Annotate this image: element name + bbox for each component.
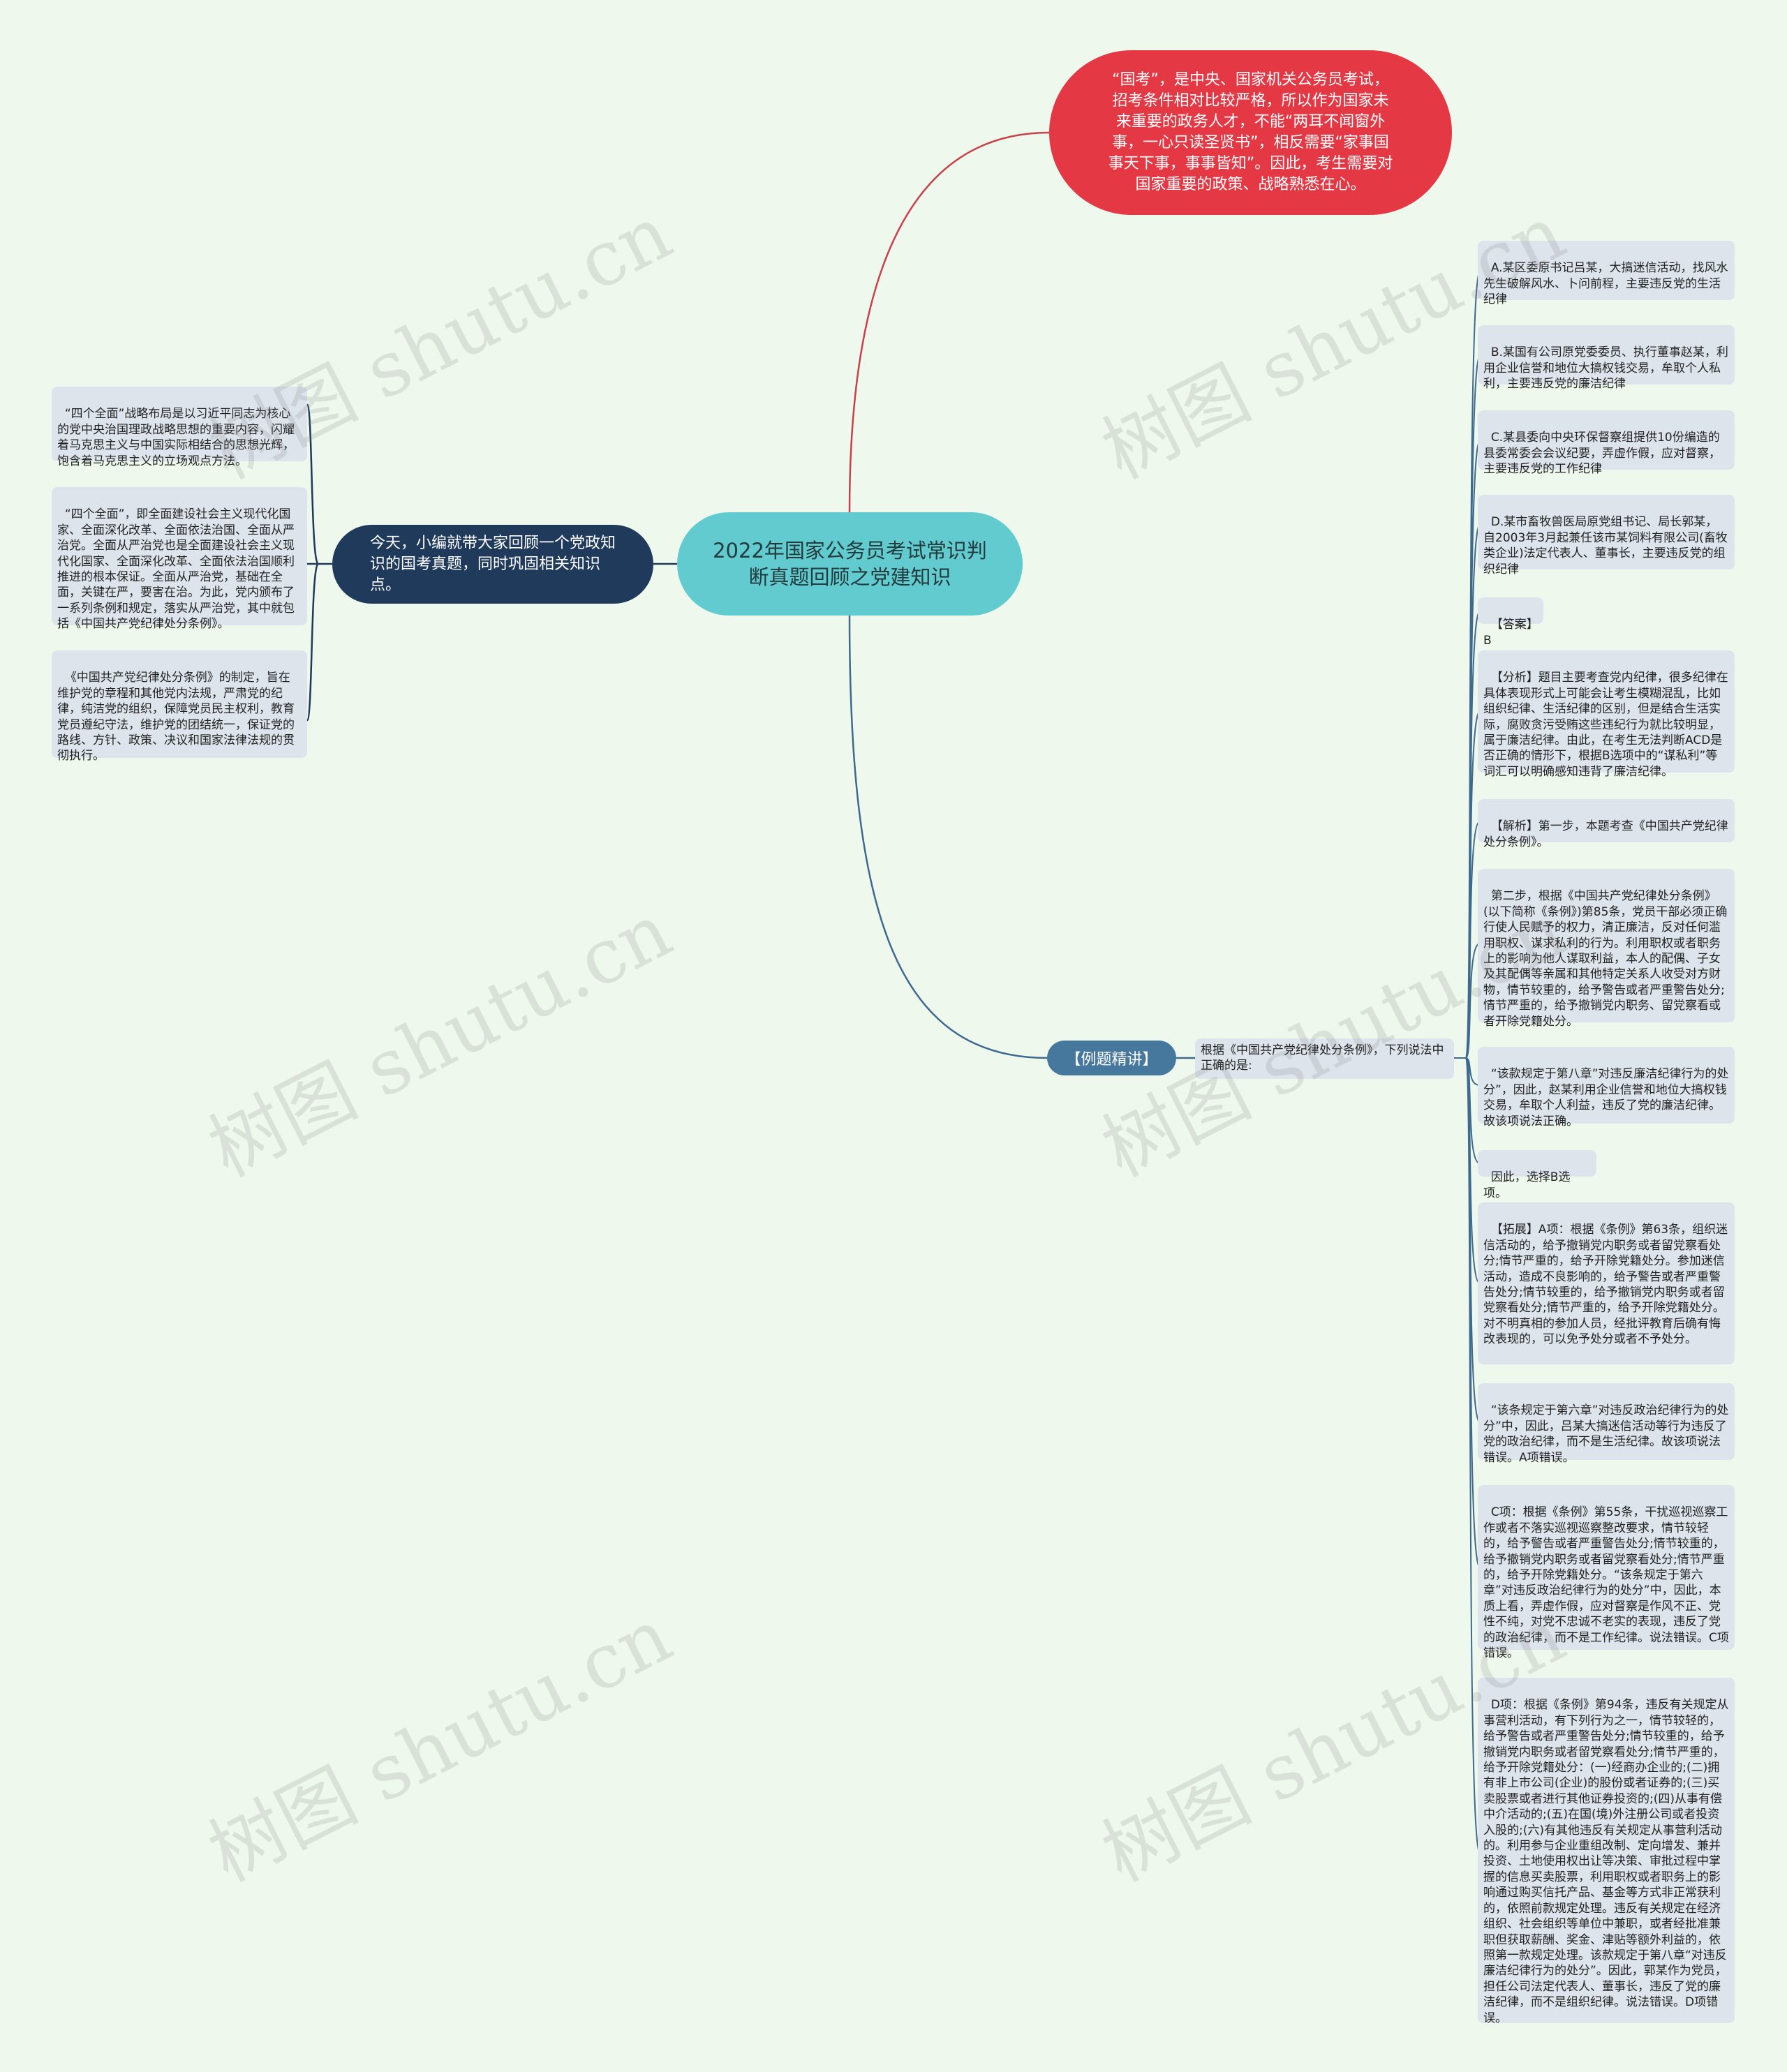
example-tag-label: 【例题精讲】 xyxy=(1065,1051,1158,1068)
right-leaf[interactable]: C项：根据《条例》第55条，干扰巡视巡察工作或者不落实巡视巡察整改要求，情节较轻… xyxy=(1478,1485,1735,1660)
connector-root-tag xyxy=(848,615,1048,1059)
root-topic[interactable]: 2022年国家公务员考试常识判断真题回顾之党建知识 xyxy=(677,512,1023,616)
right-leaf-text: 因此，选择B选项。 xyxy=(1483,1170,1571,1200)
left-branch-node[interactable]: 今天，小编就带大家回顾一个党政知识的国考真题，同时巩固相关知识点。 xyxy=(332,525,653,604)
question-stem[interactable]: 根据《中国共产党纪律处分条例》，下列说法中正确的是: xyxy=(1195,1038,1454,1079)
right-leaf[interactable]: “该款规定于第八章”对违反廉洁纪律行为的处分”，因此，赵某利用企业信誉和地位大搞… xyxy=(1478,1047,1735,1128)
right-leaf-text: D项：根据《条例》第94条，违反有关规定从事营利活动，有下列行为之一，情节较轻的… xyxy=(1483,1698,1729,2025)
right-leaf[interactable]: D项：根据《条例》第94条，违反有关规定从事营利活动，有下列行为之一，情节较轻的… xyxy=(1478,1678,1735,2025)
question-stem-text: 根据《中国共产党纪律处分条例》，下列说法中正确的是: xyxy=(1201,1043,1444,1073)
root-title: 2022年国家公务员考试常识判断真题回顾之党建知识 xyxy=(713,539,987,589)
connector-left-bracket xyxy=(306,403,332,722)
right-leaf-text: B.某国有公司原党委委员、执行董事赵某，利用企业信誉和地位大搞权钱交易，牟取个人… xyxy=(1483,345,1728,392)
right-leaf-text: C.某县委向中央环保督察组提供10份编造的县委常委会会议纪要，弄虚作假，应对督察… xyxy=(1483,431,1721,477)
right-leaf[interactable]: B.某国有公司原党委委员、执行董事赵某，利用企业信誉和地位大搞权钱交易，牟取个人… xyxy=(1478,325,1735,391)
answer-leaf[interactable]: 【答案】B xyxy=(1478,597,1543,648)
right-leaf[interactable]: 【拓展】A项：根据《条例》第63条，组织迷信活动的，给予撤销党内职务或者留党察看… xyxy=(1478,1202,1735,1364)
right-leaf[interactable]: 第二步，根据《中国共产党纪律处分条例》(以下简称《条例》)第85条，党员干部必须… xyxy=(1478,869,1735,1029)
right-leaf[interactable]: C.某县委向中央环保督察组提供10份编造的县委常委会会议纪要，弄虚作假，应对督察… xyxy=(1478,410,1735,476)
left-leaf[interactable]: 《中国共产党纪律处分条例》的制定，旨在维护党的章程和其他党内法规，严肃党的纪律，… xyxy=(52,650,307,763)
answer-text: 【答案】B xyxy=(1483,618,1533,648)
right-leaf-text: D.某市畜牧兽医局原党组书记、局长郭某，自2003年3月起兼任该市某饲料有限公司… xyxy=(1483,515,1728,576)
left-leaf[interactable]: “四个全面”战略布局是以习近平同志为核心的党中央治国理政战略思想的重要内容，闪耀… xyxy=(52,387,307,468)
left-leaf-text: “四个全面”战略布局是以习近平同志为核心的党中央治国理政战略思想的重要内容，闪耀… xyxy=(57,407,295,468)
intro-node[interactable]: “国考”，是中央、国家机关公务员考试，招考条件相对比较严格，所以作为国家未来重要… xyxy=(1049,50,1452,215)
example-tag[interactable]: 【例题精讲】 xyxy=(1047,1041,1176,1075)
right-leaf-text: “该条规定于第六章”对违反政治纪律行为的处分”中，因此，吕某大搞迷信活动等行为违… xyxy=(1483,1403,1729,1465)
right-leaf-text: 第二步，根据《中国共产党纪律处分条例》(以下简称《条例》)第85条，党员干部必须… xyxy=(1483,889,1728,1029)
left-leaf[interactable]: “四个全面”，即全面建设社会主义现代化国家、全面深化改革、全面依法治国、全面从严… xyxy=(52,487,307,631)
right-leaf-text: C项：根据《条例》第55条，干扰巡视巡察工作或者不落实巡视巡察整改要求，情节较轻… xyxy=(1483,1505,1729,1661)
right-leaf[interactable]: A.某区委原书记吕某，大搞迷信活动，找风水先生破解风水、卜问前程，主要违反党的生… xyxy=(1478,241,1735,306)
right-leaf[interactable]: 【解析】第一步，本题考查《中国共产党纪律处分条例》。 xyxy=(1478,799,1735,849)
left-leaf-text: 《中国共产党纪律处分条例》的制定，旨在维护党的章程和其他党内法规，严肃党的纪律，… xyxy=(57,671,295,763)
left-branch-label: 今天，小编就带大家回顾一个党政知识的国考真题，同时巩固相关知识点。 xyxy=(370,534,616,594)
right-leaf[interactable]: 【分析】题目主要考查党内纪律，很多纪律在具体表现形式上可能会让考生模糊混乱，比如… xyxy=(1478,650,1735,779)
right-leaf-text: 【解析】第一步，本题考查《中国共产党纪律处分条例》。 xyxy=(1483,819,1728,849)
right-leaf[interactable]: D.某市畜牧兽医局原党组书记、局长郭某，自2003年3月起兼任该市某饲料有限公司… xyxy=(1478,495,1735,576)
right-leaf-text: 【拓展】A项：根据《条例》第63条，组织迷信活动的，给予撤销党内职务或者留党察看… xyxy=(1483,1223,1728,1347)
right-leaf[interactable]: 因此，选择B选项。 xyxy=(1478,1150,1596,1200)
right-leaf-text: A.某区委原书记吕某，大搞迷信活动，找风水先生破解风水、卜问前程，主要违反党的生… xyxy=(1483,261,1728,307)
right-leaf-text: 【分析】题目主要考查党内纪律，很多纪律在具体表现形式上可能会让考生模糊混乱，比如… xyxy=(1483,671,1728,779)
connector-right-bracket xyxy=(1454,271,1481,1854)
right-leaf-text: “该款规定于第八章”对违反廉洁纪律行为的处分”，因此，赵某利用企业信誉和地位大搞… xyxy=(1483,1067,1729,1128)
right-leaf[interactable]: “该条规定于第六章”对违反政治纪律行为的处分”中，因此，吕某大搞迷信活动等行为违… xyxy=(1478,1383,1735,1465)
left-leaf-text: “四个全面”，即全面建设社会主义现代化国家、全面深化改革、全面依法治国、全面从严… xyxy=(57,507,295,632)
intro-text: “国考”，是中央、国家机关公务员考试，招考条件相对比较严格，所以作为国家未来重要… xyxy=(1108,71,1393,193)
connector-root-intro xyxy=(848,131,1050,513)
